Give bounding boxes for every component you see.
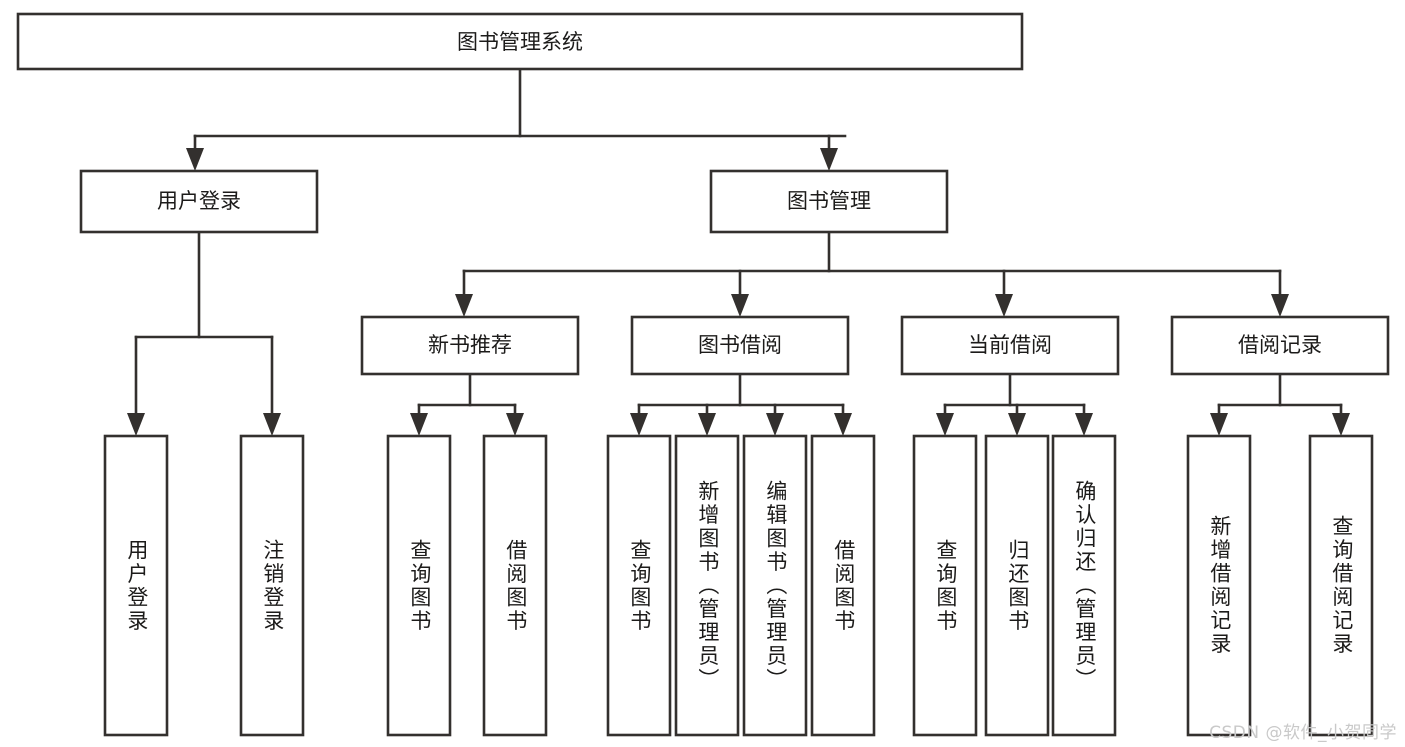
arrow-nbr-to-borrow-book	[506, 413, 524, 436]
node-current-borrow-rect[interactable]	[900, 315, 1120, 376]
node-current-borrow[interactable]: 当前借阅	[900, 315, 1120, 376]
node-root-rect[interactable]	[16, 12, 1024, 71]
connector-layer	[127, 67, 1350, 436]
node-borrow-record-rect[interactable]	[1170, 315, 1390, 376]
leaf-user-logout-rect[interactable]	[239, 434, 305, 737]
arrow-root-to-book-management	[820, 148, 838, 171]
arrow-cb-to-confirm-return	[1075, 413, 1093, 436]
arrow-br-to-add-record	[1210, 413, 1228, 436]
arrow-bm-to-book-borrow	[731, 294, 749, 317]
arrow-bb-to-query-book	[630, 413, 648, 436]
arrow-bb-to-borrow-book	[834, 413, 852, 436]
arrow-root-to-user-login	[186, 148, 204, 171]
node-borrow-record[interactable]: 借阅记录	[1170, 315, 1390, 376]
arrow-cb-to-return-book	[1008, 413, 1026, 436]
arrow-ul-to-leaf-user-logout	[263, 413, 281, 436]
node-book-borrow-rect[interactable]	[630, 315, 850, 376]
node-new-book-recommend-label: 新书推荐	[428, 333, 512, 357]
arrow-bm-to-borrow-record	[1271, 294, 1289, 317]
leaf-user-login-rect[interactable]	[103, 434, 169, 737]
node-layer: 图书管理系统 用户登录 图书管理 新书推荐 图书借阅	[16, 12, 1390, 737]
arrow-cb-to-query-book	[936, 413, 954, 436]
leaf-edit-book-admin-rect[interactable]	[742, 434, 808, 737]
leaf-add-borrow-record-rect[interactable]	[1186, 434, 1252, 737]
node-book-borrow-label: 图书借阅	[698, 333, 782, 357]
arrow-bm-to-current-borrow	[995, 294, 1013, 317]
node-user-login-label: 用户登录	[157, 189, 241, 213]
node-book-management-rect[interactable]	[709, 169, 949, 234]
leaf-add-book-admin-rect[interactable]	[674, 434, 740, 737]
node-user-login[interactable]: 用户登录	[79, 169, 319, 234]
arrow-bm-to-new-book	[455, 294, 473, 317]
leaf-query-borrow-record-rect[interactable]	[1308, 434, 1374, 737]
arrow-br-to-query-record	[1332, 413, 1350, 436]
node-user-login-rect[interactable]	[79, 169, 319, 234]
node-borrow-record-label: 借阅记录	[1238, 333, 1322, 357]
arrow-ul-to-leaf-user-login	[127, 413, 145, 436]
node-current-borrow-label: 当前借阅	[968, 333, 1052, 357]
leaf-return-book-rect[interactable]	[984, 434, 1050, 737]
csdn-watermark: CSDN @软件_小贺同学	[1209, 723, 1397, 743]
leaf-query-book-borrow-rect[interactable]	[606, 434, 672, 737]
arrow-bb-to-add-book	[698, 413, 716, 436]
leaf-borrow-book-rect[interactable]	[810, 434, 876, 737]
leaf-borrow-book-rec-rect[interactable]	[482, 434, 548, 737]
leaf-query-book-rec-rect[interactable]	[386, 434, 452, 737]
leaf-query-book-current-rect[interactable]	[912, 434, 978, 737]
arrow-nbr-to-query-book	[410, 413, 428, 436]
node-new-book-recommend-rect[interactable]	[360, 315, 580, 376]
node-new-book-recommend[interactable]: 新书推荐	[360, 315, 580, 376]
arrow-bb-to-edit-book	[766, 413, 784, 436]
node-book-management[interactable]: 图书管理	[709, 169, 949, 234]
node-root-label: 图书管理系统	[457, 30, 583, 54]
leaf-confirm-return-admin-rect[interactable]	[1051, 434, 1117, 737]
node-book-borrow[interactable]: 图书借阅	[630, 315, 850, 376]
node-root[interactable]: 图书管理系统	[16, 12, 1024, 71]
node-book-management-label: 图书管理	[787, 189, 871, 213]
